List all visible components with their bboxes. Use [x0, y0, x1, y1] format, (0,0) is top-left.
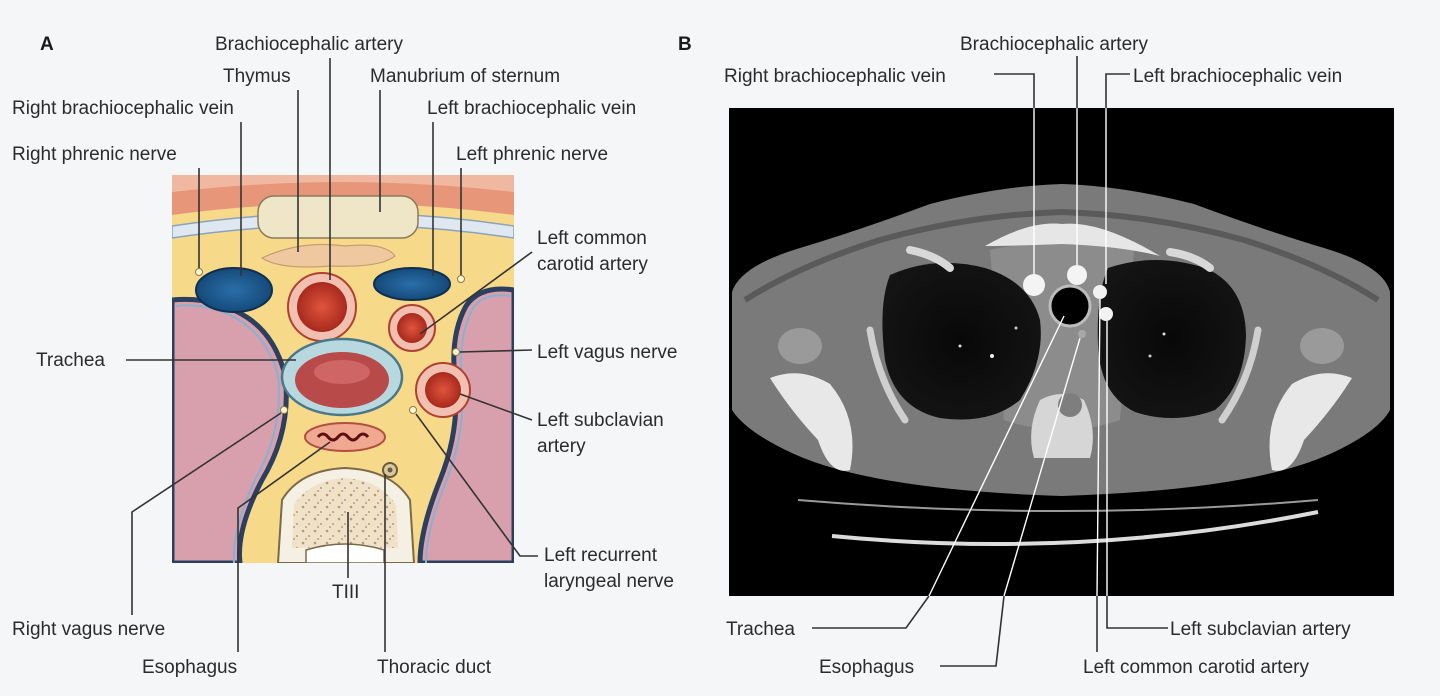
label-a-right-phrenic-nerve: Right phrenic nerve — [12, 144, 177, 165]
ct-rib — [1166, 248, 1214, 272]
left-common-carotid-lumen — [397, 313, 427, 343]
thoracic-duct-center — [387, 467, 393, 473]
thymus-shape — [260, 243, 396, 268]
right-pleura-line — [175, 304, 281, 563]
ct-lung-dot — [990, 354, 994, 358]
label-b-brachiocephalic-artery: Brachiocephalic artery — [960, 34, 1148, 55]
leader-b-left-vein-outer — [1105, 73, 1130, 108]
ct-table-bar — [831, 510, 1319, 546]
label-a-left-recurrent-1: Left recurrent — [544, 545, 658, 566]
ct-left-subclavian — [1099, 307, 1113, 321]
label-a-brachiocephalic-artery: Brachiocephalic artery — [215, 34, 403, 55]
label-b-trachea: Trachea — [726, 619, 795, 640]
label-a-thoracic-duct: Thoracic duct — [377, 657, 492, 678]
ct-lung-dot — [958, 344, 962, 348]
panel-b-leader-lines — [812, 56, 1168, 667]
leader-b-trachea-inner — [928, 315, 1065, 597]
label-b-left-subclavian-artery: Left subclavian artery — [1170, 619, 1351, 640]
ct-subcutaneous — [743, 208, 1380, 303]
left-recurrent-nerve-dot — [409, 406, 417, 414]
label-a-left-vagus-nerve: Left vagus nerve — [537, 342, 677, 363]
leader-b-trachea-outer — [812, 595, 930, 629]
label-b-right-brachiocephalic-vein: Right brachiocephalic vein — [724, 66, 946, 87]
leader-a-left-vagus-nerve — [459, 349, 533, 353]
ct-scan-image — [732, 184, 1390, 546]
brachiocephalic-artery-lumen — [297, 282, 347, 332]
ct-trachea — [1048, 284, 1092, 328]
panel-a-letter: A — [40, 34, 54, 55]
leader-b-esophagus-outer — [940, 595, 1005, 667]
label-b-left-brachiocephalic-vein: Left brachiocephalic vein — [1133, 66, 1342, 87]
esophagus-shape — [304, 422, 386, 452]
left-subclavian-lumen — [425, 372, 461, 408]
label-a-left-recurrent-2: laryngeal nerve — [544, 571, 674, 592]
leader-a-left-common-carotid — [419, 251, 533, 335]
ct-rib — [906, 246, 954, 272]
ct-manubrium — [985, 223, 1160, 256]
trachea-highlight — [314, 360, 370, 384]
label-a-left-subclavian-2: artery — [537, 436, 586, 457]
right-brachiocephalic-vein-shape — [195, 267, 273, 313]
label-b-esophagus: Esophagus — [819, 657, 914, 678]
label-a-vertebra: TIII — [332, 582, 359, 603]
label-a-right-brachiocephalic-vein: Right brachiocephalic vein — [12, 98, 234, 119]
label-a-left-subclavian-1: Left subclavian — [537, 410, 664, 431]
spinal-canal — [305, 543, 385, 563]
panel-a-leader-lines — [126, 58, 538, 652]
ct-lung-dot — [1014, 326, 1018, 330]
left-phrenic-nerve-dot — [457, 275, 465, 283]
label-b-left-common-carotid-artery: Left common carotid artery — [1083, 657, 1309, 678]
label-a-left-common-carotid-2: carotid artery — [537, 254, 648, 275]
ct-left-common-carotid — [1093, 285, 1107, 299]
left-vagus-nerve-dot — [452, 348, 460, 356]
ct-rib — [1218, 326, 1262, 424]
ct-left-humerus — [1300, 328, 1344, 364]
ct-rib — [866, 326, 909, 424]
ct-right-scapula — [770, 373, 853, 471]
leader-b-esophagus-inner — [1003, 337, 1081, 597]
ct-left-lung — [1097, 260, 1246, 419]
leader-a-esophagus — [237, 441, 331, 652]
label-a-manubrium: Manubrium of sternum — [370, 66, 560, 87]
skin-layer — [172, 175, 514, 192]
ct-lung-dot — [1148, 354, 1152, 358]
ct-table-line — [797, 499, 1319, 512]
label-a-esophagus: Esophagus — [142, 657, 237, 678]
leader-b-right-vein-outer — [994, 73, 1035, 108]
vertebra-body — [292, 478, 398, 548]
left-brachiocephalic-vein-shape — [373, 267, 451, 301]
leader-b-carotid-inner — [1096, 298, 1101, 597]
ct-lung-dot — [1162, 332, 1166, 336]
label-a-thymus: Thymus — [223, 66, 291, 87]
ct-esophagus — [1078, 330, 1086, 338]
label-a-left-phrenic-nerve: Left phrenic nerve — [456, 144, 608, 165]
right-vagus-nerve-dot — [280, 406, 288, 414]
ct-brachiocephalic-artery — [1067, 265, 1087, 285]
leader-b-subclavian-outer — [1106, 596, 1168, 629]
leader-a-right-vagus-nerve — [131, 412, 282, 615]
ct-right-lung — [882, 262, 1041, 420]
leader-a-left-subclavian — [459, 393, 533, 421]
leader-a-left-recurrent — [415, 413, 538, 557]
right-phrenic-nerve-dot — [195, 268, 203, 276]
ct-vertebral-body-core — [1058, 393, 1082, 417]
ct-right-brachiocephalic-vein — [1023, 274, 1045, 296]
ct-right-humerus — [778, 328, 822, 364]
manubrium-shape — [257, 195, 419, 239]
esophagus-lumen — [316, 432, 370, 442]
label-a-left-common-carotid-1: Left common — [537, 228, 647, 249]
ct-left-scapula — [1269, 373, 1352, 471]
label-a-right-vagus-nerve: Right vagus nerve — [12, 619, 165, 640]
label-a-left-brachiocephalic-vein: Left brachiocephalic vein — [427, 98, 636, 119]
label-a-trachea: Trachea — [36, 350, 105, 371]
panel-b-letter: B — [678, 34, 692, 55]
panel-a-illustration — [172, 175, 514, 563]
